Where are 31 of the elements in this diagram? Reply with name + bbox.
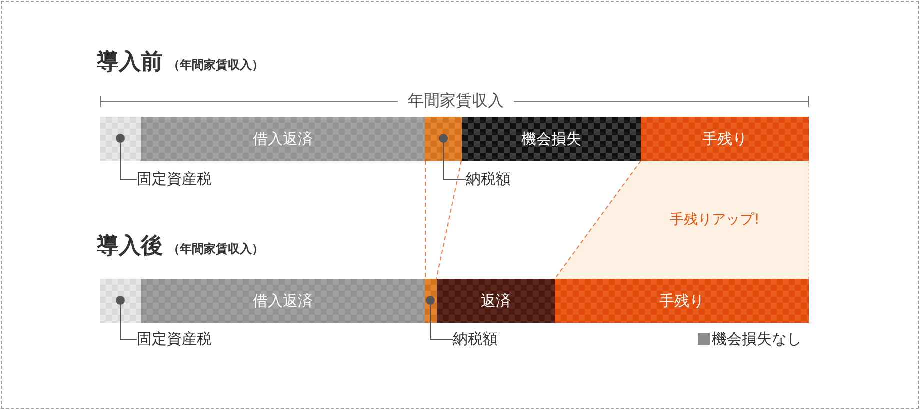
callout-label: 納税額 [466,170,511,188]
dot-icon [116,296,125,305]
callout-label: 固定資産税 [137,330,212,348]
leader-line [120,304,138,340]
dashed-line [436,160,462,280]
highlight-trapezoid: 手残りアップ! [555,161,809,279]
heading-note: （年間家賃収入） [168,57,264,74]
leader-line [443,142,466,180]
bar-segment [425,117,462,161]
note-text: 機会損失なし [712,330,802,348]
bar-segment [100,117,141,161]
dot-icon [439,134,448,143]
bar-segment: 借入返済 [141,279,425,323]
bar-segment [100,279,141,323]
bar-segment: 手残り [641,117,809,161]
callout-label: 固定資産税 [137,170,212,188]
heading-note: （年間家賃収入） [168,241,264,258]
bar-segment: 手残り [555,279,809,323]
dot-icon [426,296,435,305]
bar-segment [425,279,437,323]
dimension-label: 年間家賃収入 [408,92,504,110]
bar-segment: 機会損失 [462,117,641,161]
callout-label: 納税額 [453,330,498,348]
leader-line [430,304,454,340]
bar-segment: 借入返済 [141,117,425,161]
dot-icon [116,134,125,143]
bar-segment: 返済 [437,279,555,323]
heading: 導入前 [97,49,163,77]
dashed-line [425,160,426,280]
leader-line [120,142,138,180]
heading: 導入後 [97,233,163,261]
